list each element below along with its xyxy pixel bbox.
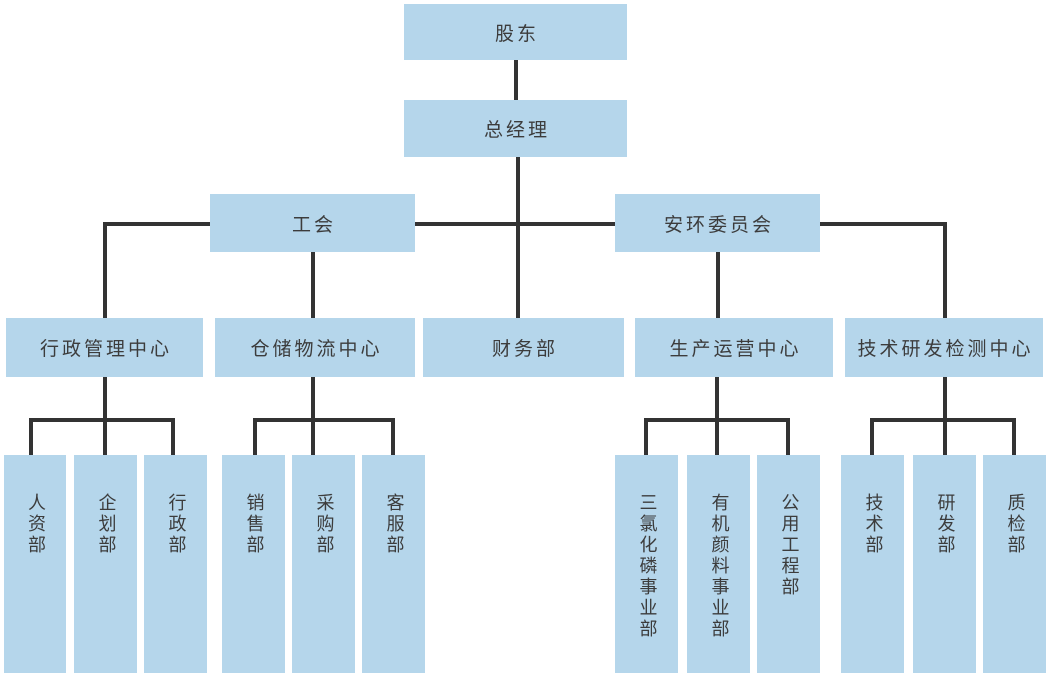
connector-admin-center-children-stem: [103, 377, 107, 455]
connector-general-manager-finance-dept: [516, 157, 520, 318]
org-node-label: 安环委员会: [663, 213, 774, 236]
org-node-label: 质检部: [1004, 493, 1026, 556]
connector-admin-center-children-bar: [29, 418, 175, 422]
org-node-customer-service-dept: 客服部: [362, 455, 425, 673]
org-node-label: 三氯化磷事业部: [636, 493, 658, 640]
org-node-label: 企划部: [95, 493, 117, 556]
org-node-label: 行政部: [165, 493, 187, 556]
org-node-label: 工会: [291, 213, 336, 236]
connector-stub-phosphorus-trichloride-bu: [644, 418, 648, 455]
org-node-admin-dept: 行政部: [144, 455, 207, 673]
org-node-sales-dept: 销售部: [222, 455, 285, 673]
connector-stub-quality-inspection-dept: [1012, 418, 1016, 455]
org-node-rd-dept: 研发部: [913, 455, 976, 673]
org-node-label: 技术研发检测中心: [857, 338, 1034, 360]
connector-stub-admin-dept: [171, 418, 175, 455]
connector-tech-center-children-stem: [943, 377, 947, 455]
org-node-labor-union: 工会: [210, 194, 415, 252]
connector-stub-technical-dept: [870, 418, 874, 455]
connector-warehousing-children-stem: [311, 377, 315, 455]
org-node-safety-environment-committee: 安环委员会: [615, 194, 820, 252]
connector-trunk-right-segment: [820, 222, 947, 226]
connector-production-children-bar: [644, 418, 790, 422]
org-node-general-manager: 总经理: [404, 100, 627, 157]
org-node-quality-inspection-dept: 质检部: [983, 455, 1046, 673]
org-node-technical-dept: 技术部: [841, 455, 904, 673]
org-node-purchasing-dept: 采购部: [292, 455, 355, 673]
org-node-shareholders: 股东: [404, 4, 627, 60]
org-node-label: 研发部: [934, 493, 956, 556]
connector-safety-committee-production-operations-center: [716, 252, 720, 318]
org-node-phosphorus-trichloride-bu: 三氯化磷事业部: [615, 455, 678, 673]
connector-drop-admin-management-center: [103, 222, 107, 318]
connector-shareholders-general-manager: [514, 60, 518, 100]
connector-stub-sales-dept: [253, 418, 257, 455]
org-node-label: 行政管理中心: [39, 338, 172, 360]
connector-tech-center-children-bar: [870, 418, 1016, 422]
org-node-label: 技术部: [862, 493, 884, 556]
org-node-label: 生产运营中心: [669, 338, 802, 360]
org-node-organic-pigment-bu: 有机颜料事业部: [687, 455, 750, 673]
connector-trunk-left-segment: [103, 222, 210, 226]
org-node-utility-engineering-dept: 公用工程部: [757, 455, 820, 673]
connector-stub-utility-engineering-dept: [786, 418, 790, 455]
org-node-label: 公用工程部: [778, 493, 800, 598]
connector-stub-customer-service-dept: [391, 418, 395, 455]
org-node-label: 客服部: [383, 493, 405, 556]
org-node-finance-dept: 财务部: [423, 318, 624, 377]
org-node-label: 采购部: [313, 493, 335, 556]
connector-trunk-middle-segment: [415, 222, 615, 226]
org-node-admin-management-center: 行政管理中心: [6, 318, 203, 377]
connector-drop-tech-rd-testing-center: [943, 222, 947, 318]
connector-production-children-stem: [715, 377, 719, 455]
org-node-label: 人资部: [25, 493, 46, 556]
org-node-label: 销售部: [243, 493, 265, 556]
org-node-label: 有机颜料事业部: [708, 493, 730, 640]
org-node-label: 财务部: [491, 338, 558, 360]
org-node-warehousing-logistics-center: 仓储物流中心: [215, 318, 415, 377]
org-node-label: 总经理: [483, 119, 550, 141]
org-node-label: 股东: [494, 22, 539, 45]
org-node-label: 仓储物流中心: [250, 338, 383, 360]
org-node-hr-dept: 人资部: [4, 455, 66, 673]
org-node-planning-dept: 企划部: [74, 455, 137, 673]
connector-labor-union-warehousing-logistics-center: [311, 252, 315, 318]
connector-warehousing-children-bar: [253, 418, 395, 422]
org-node-tech-rd-testing-center: 技术研发检测中心: [845, 318, 1043, 377]
org-node-production-operations-center: 生产运营中心: [635, 318, 833, 377]
connector-stub-hr-dept: [29, 418, 33, 455]
